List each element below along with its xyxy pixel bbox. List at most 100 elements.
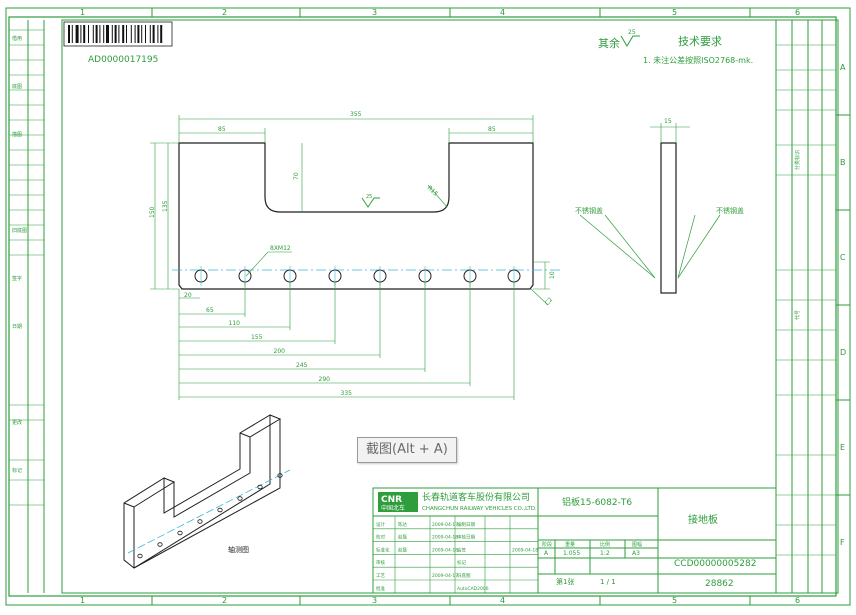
zone-top-5: 5 [672,8,677,17]
tb-cell: 赵磊 [398,546,407,553]
tech-title: 技术要求 [678,35,722,48]
zone-top-1: 1 [80,8,85,17]
dim-hole-spec: 8XM12 [270,245,291,252]
barcode-bar [160,25,163,43]
roughness-label: 其余 [598,36,620,50]
header-size: 图幅 [632,541,642,548]
barcode-bar [106,25,109,43]
left-strip-label: 标记 [12,467,22,474]
right-strip-label: 代号 [794,310,801,320]
dim-height-body: 135 [162,200,169,212]
drawing-number: 28862 [705,579,734,589]
barcode-bar [71,25,73,43]
weight-value: 1.055 [563,550,580,557]
dimensions: 355 85 85 70 150 135 R15 25 8XM12 20 [149,111,556,400]
barcode-bar [157,25,159,43]
dim-height-total: 150 [149,206,156,218]
stage-value: A [544,550,549,557]
left-strip-label: 旧底图 [12,227,27,234]
tb-cell: 2009-04-18 [432,535,458,541]
section-leaders: 不锈钢盖 不锈钢盖 [575,206,744,279]
dim-hole-position: 155 [251,334,263,341]
isometric-view: 轴测图 [123,414,291,569]
barcode-bar [130,25,132,43]
tb-cell: 设计 [376,521,385,528]
barcode-bar [88,25,89,43]
left-strip-label: 更改 [12,419,22,426]
dim-hole-position: 110 [229,320,241,327]
sheet-value: 1 / 1 [600,578,616,586]
header-weight: 重量 [565,541,575,548]
tb-cell: 2009-04-17 [432,522,458,528]
dim-hole-position: 335 [341,390,353,397]
cnr-logo [378,492,418,512]
logo-text: CNR [381,495,402,505]
logo-sub: 中国北车 [381,504,405,512]
roughness-value: 25 [628,29,636,36]
tb-cell: 审核日期 [457,534,475,541]
dim-slot-depth: 70 [293,172,300,180]
company-en: CHANGCHUN RAILWAY VEHICLES CO.,LTD. [422,506,537,512]
company-cn: 长春轨道客车股份有限公司 [422,491,530,503]
zone-right-b: B [840,158,846,167]
tech-note: 1. 未注公差按照ISO2768-mk. [643,55,753,65]
tb-cell: 赵磊 [398,534,407,541]
barcode-bar [145,25,146,43]
zone-top-6: 6 [795,8,800,17]
drawing-id: AD0000017195 [88,55,158,65]
iso-hole [137,553,143,559]
dim-side-thickness: 15 [664,118,672,125]
barcode-bar [114,25,117,43]
zone-bottom-2: 2 [222,596,227,605]
barcode-bar [80,25,82,43]
tb-cell: 2009-04-17 [432,573,458,579]
barcode-bar [137,25,140,43]
right-strip-label: 分类标识 [794,150,801,170]
barcode-bar [126,25,127,43]
side-view: 15 [650,118,690,294]
barcode-bar [75,25,79,43]
section-label-right: 不锈钢盖 [716,206,744,215]
tb-cell: 批准 [376,585,385,592]
tb-cell: 2009-04-18 [432,547,458,553]
tb-cell: 工艺 [376,573,385,579]
scale-value: 1:2 [600,550,610,557]
zone-bottom-5: 5 [672,596,677,605]
zone-right-a: A [840,63,846,72]
barcode-bar [141,25,143,43]
iso-label: 轴测图 [228,545,249,554]
tb-cell: 陈达 [398,521,407,528]
dim-hole-offset: 10 [549,271,556,279]
barcode-bar [134,25,136,43]
barcode-bar [118,25,120,43]
zone-bottom-6: 6 [795,596,800,605]
tb-cell: 2009-04-18 [512,547,538,553]
zone-right-f: F [840,538,845,547]
iso-hole [237,496,243,501]
zone-right-d: D [840,348,846,357]
zone-bottom-1: 1 [80,596,85,605]
tb-cell: 会签 [457,546,466,553]
tb-cell: 标准化 [376,546,390,553]
barcode-bar [99,25,101,43]
iso-hole [157,542,163,547]
barcode-bar [92,25,94,43]
tb-cell: 标记 [457,559,466,566]
roughness-symbol-icon [620,35,640,47]
dim-hole-position: 290 [319,376,331,383]
iso-hole [277,473,283,478]
part-number: 铝板15-6082-T6 [562,496,632,508]
dim-hole-first: 20 [184,292,192,299]
zone-bottom-3: 3 [372,596,377,605]
section-label-left: 不锈钢盖 [575,206,603,215]
dim-hole-position: 200 [274,348,286,355]
tb-cell: 审核 [376,559,385,566]
zone-bottom-4: 4 [500,596,505,605]
left-strip-label: 签字 [12,275,22,282]
part-name: 接地板 [688,513,718,526]
